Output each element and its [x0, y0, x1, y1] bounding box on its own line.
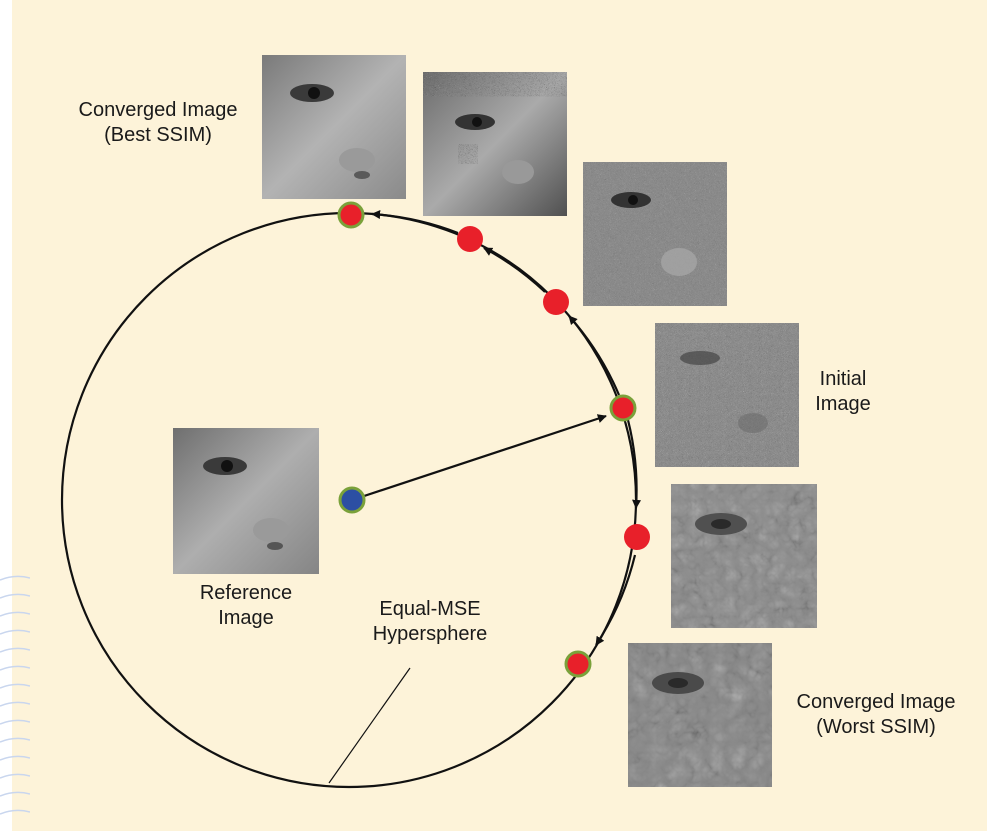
iterate-point: [624, 524, 650, 550]
reference-label-line2: Image: [176, 606, 316, 631]
trajectory-arrow-2: [484, 248, 545, 292]
iteration-image-2: [583, 162, 727, 306]
converged-worst-label-line1: Converged Image: [776, 690, 976, 715]
iteration-image-3: [671, 484, 817, 628]
reference-point: [340, 488, 364, 512]
hypersphere-label-line2: Hypersphere: [355, 622, 505, 647]
converged-worst-ssim-image: [628, 643, 772, 787]
trajectory-arrow-5: [596, 555, 635, 645]
hypersphere-label: Equal-MSE Hypersphere: [355, 597, 505, 647]
converged-best-label-line2: (Best SSIM): [58, 123, 258, 148]
worst-ssim-point: [566, 652, 590, 676]
converged-worst-label: Converged Image (Worst SSIM): [776, 690, 976, 740]
reference-image-label: Reference Image: [176, 581, 316, 631]
initial-image-label: Initial Image: [805, 367, 881, 417]
best-ssim-point: [339, 203, 363, 227]
iterate-point: [543, 289, 569, 315]
initial-label-line2: Image: [805, 392, 881, 417]
reference-image: [173, 428, 319, 574]
initial-point: [611, 396, 635, 420]
hypersphere-label-line1: Equal-MSE: [355, 597, 505, 622]
converged-best-label: Converged Image (Best SSIM): [58, 98, 258, 148]
hypersphere-label-pointer: [329, 668, 410, 783]
converged-worst-label-line2: (Worst SSIM): [776, 715, 976, 740]
reference-label-line1: Reference: [176, 581, 316, 606]
radius-arrow: [352, 416, 606, 500]
converged-best-label-line1: Converged Image: [58, 98, 258, 123]
iteration-image-1: [423, 72, 567, 216]
initial-image: [655, 323, 799, 467]
initial-label-line1: Initial: [805, 367, 881, 392]
converged-best-ssim-image: [262, 55, 406, 199]
iterate-point: [457, 226, 483, 252]
